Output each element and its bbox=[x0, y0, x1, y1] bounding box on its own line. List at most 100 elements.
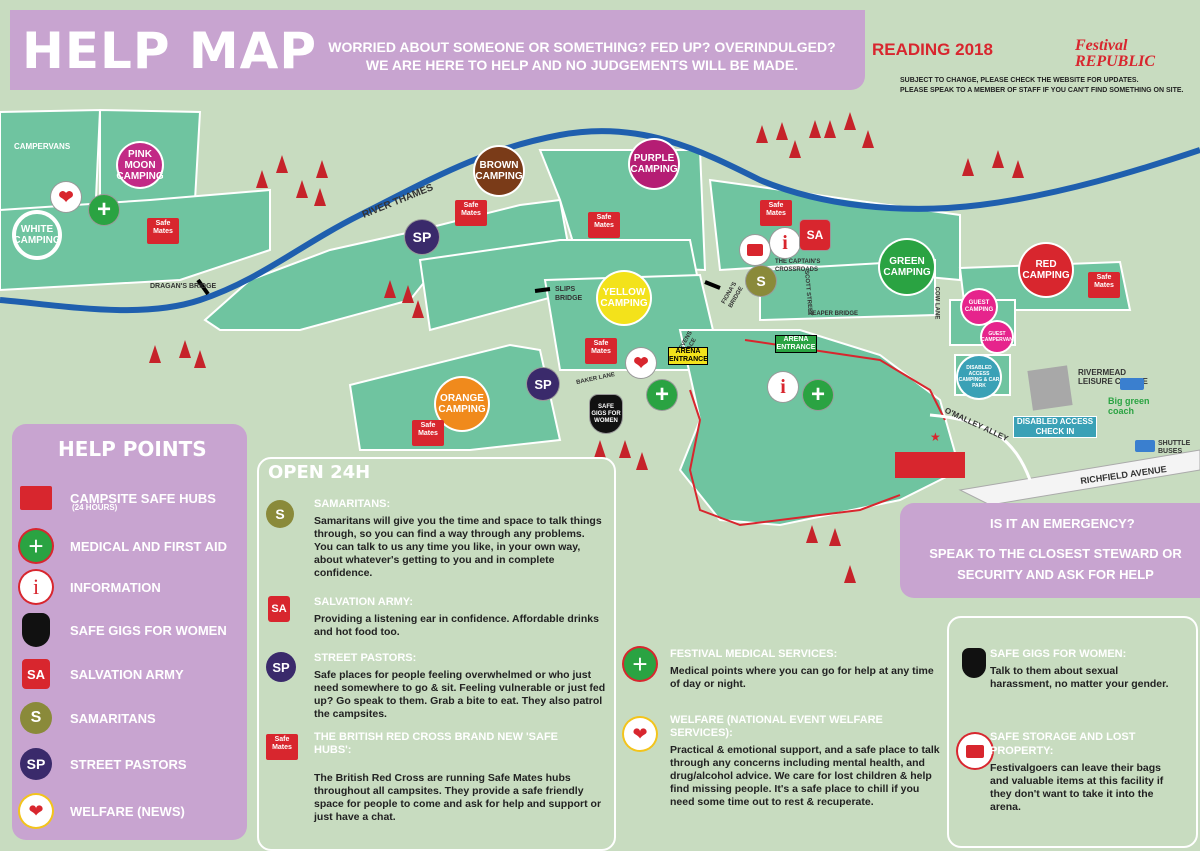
welfare-icon: ❤ bbox=[20, 795, 52, 827]
medical-text: Medical points where you can go for help… bbox=[670, 665, 934, 690]
emergency-text: SPEAK TO THE CLOSEST STEWARD OR SECURITY… bbox=[929, 546, 1182, 582]
samaritans-icon[interactable]: S bbox=[746, 266, 776, 296]
information-icon[interactable]: i bbox=[770, 228, 800, 258]
camp-white[interactable]: WHITE CAMPING bbox=[13, 212, 61, 258]
main-stage bbox=[895, 452, 965, 478]
storage-heading: SAFE STORAGE AND LOST PROPERTY: bbox=[990, 731, 1136, 757]
welfare-text: Practical & emotional support, and a saf… bbox=[670, 744, 940, 808]
label-shuttle-buses: SHUTTLE BUSES bbox=[1158, 440, 1191, 455]
star-icon: ★ bbox=[930, 430, 941, 444]
camp-guest[interactable]: GUEST CAMPING bbox=[962, 290, 996, 324]
label-dragans-bridge: DRAGAN'S BRIDGE bbox=[150, 283, 217, 290]
reading-logo: READING 2018 bbox=[872, 40, 993, 59]
salvation-army-icon: SA bbox=[268, 596, 290, 622]
medical-icon: + bbox=[20, 530, 52, 562]
arena-entrance-green[interactable]: ARENA ENTRANCE bbox=[775, 335, 817, 353]
medical-icon[interactable]: + bbox=[803, 380, 833, 410]
camp-purple[interactable]: PURPLE CAMPING bbox=[630, 140, 678, 188]
street-pastors-icon: SP bbox=[266, 652, 296, 682]
street-pastors-icon: SP bbox=[20, 748, 52, 780]
help-points-title: HELP POINTS bbox=[58, 437, 207, 461]
safe-mates-icon[interactable]: Safe Mates bbox=[1088, 272, 1120, 298]
safe-gigs-icon[interactable]: SAFE GIGS FOR WOMEN bbox=[590, 395, 622, 433]
welfare-icon[interactable]: ❤ bbox=[626, 348, 656, 378]
legend-safe-gigs: SAFE GIGS FOR WOMEN bbox=[18, 612, 248, 648]
welfare-heading: WELFARE (NATIONAL EVENT WELFARE SERVICES… bbox=[670, 714, 883, 739]
samaritans-icon: S bbox=[20, 702, 52, 734]
label-captains-crossroads: THE CAPTAIN'S CROSSROADS bbox=[775, 259, 821, 273]
emergency-title: IS IT AN EMERGENCY? bbox=[990, 516, 1135, 531]
page-title: HELP MAP bbox=[22, 22, 318, 80]
arena-entrance-yellow[interactable]: ARENA ENTRANCE bbox=[668, 347, 708, 365]
safe-mates-icon bbox=[20, 486, 52, 510]
notice: SUBJECT TO CHANGE, PLEASE CHECK THE WEBS… bbox=[900, 77, 1184, 94]
camp-pink-moon[interactable]: PINK MOON CAMPING bbox=[116, 143, 164, 187]
legend-samaritans: S SAMARITANS bbox=[18, 700, 248, 736]
samaritans-text: Samaritans will give you the time and sp… bbox=[314, 515, 602, 579]
camp-disabled[interactable]: DISABLED ACCESS CAMPING & CAR PARK bbox=[958, 356, 1000, 398]
open-24h-title: OPEN 24H bbox=[268, 462, 371, 483]
field-brown-area bbox=[203, 198, 572, 331]
information-icon[interactable]: i bbox=[768, 372, 798, 402]
samaritans-icon: S bbox=[266, 500, 294, 528]
safegigs-heading: SAFE GIGS FOR WOMEN: bbox=[990, 648, 1127, 660]
field-white bbox=[0, 188, 271, 292]
label-rivermead: RIVERMEAD LEISURE CENTRE bbox=[1078, 368, 1148, 386]
redcross-text: The British Red Cross are running Safe M… bbox=[314, 772, 602, 823]
legend-salvation-army: SA SALVATION ARMY bbox=[18, 656, 248, 692]
pastors-text: Safe places for people feeling overwhelm… bbox=[314, 669, 606, 720]
safe-mates-icon[interactable]: Safe Mates bbox=[412, 420, 444, 446]
medical-icon[interactable]: + bbox=[89, 195, 119, 225]
storage-text: Festivalgoers can leave their bags and v… bbox=[990, 762, 1164, 813]
salvation-army-icon: SA bbox=[22, 659, 50, 689]
header-banner bbox=[10, 10, 865, 90]
redcross-heading: THE BRITISH RED CROSS BRAND NEW 'SAFE HU… bbox=[314, 731, 559, 756]
legend-information: i INFORMATION bbox=[18, 569, 248, 605]
safe-mates-icon[interactable]: Safe Mates bbox=[760, 200, 792, 226]
camp-red[interactable]: RED CAMPING bbox=[1020, 244, 1072, 296]
legend-safe-hubs: CAMPSITE SAFE HUBS bbox=[18, 480, 248, 516]
medical-heading: FESTIVAL MEDICAL SERVICES: bbox=[670, 648, 838, 660]
medical-icon[interactable]: + bbox=[647, 380, 677, 410]
field-arena bbox=[678, 329, 962, 527]
lost-property-icon[interactable] bbox=[740, 235, 770, 265]
legend-street-pastors: SP STREET PASTORS bbox=[18, 746, 248, 782]
richfield-avenue bbox=[958, 449, 1200, 506]
legend-medical: + MEDICAL AND FIRST AID bbox=[18, 528, 248, 564]
legend-welfare: ❤ WELFARE (NEWS) bbox=[18, 793, 248, 829]
camp-orange[interactable]: ORANGE CAMPING bbox=[436, 378, 488, 430]
salvation-army-icon[interactable]: SA bbox=[800, 220, 830, 250]
camp-brown[interactable]: BROWN CAMPING bbox=[475, 147, 523, 195]
safegigs-text: Talk to them about sexual harassment, no… bbox=[990, 665, 1169, 690]
label-reaper-bridge: REAPER BRIDGE bbox=[808, 311, 859, 317]
welfare-icon[interactable]: ❤ bbox=[51, 182, 81, 212]
label-campervans: CAMPERVANS bbox=[14, 142, 71, 151]
rivermead-building bbox=[1027, 365, 1073, 411]
camp-green[interactable]: GREEN CAMPING bbox=[880, 240, 934, 294]
welfare-icon: ❤ bbox=[624, 718, 656, 750]
safe-gigs-icon bbox=[22, 613, 50, 647]
shuttle-bus-icon bbox=[1135, 440, 1155, 452]
salvation-heading: SALVATION ARMY: bbox=[314, 596, 413, 608]
street-pastors-icon[interactable]: SP bbox=[405, 220, 439, 254]
festival-republic-logo: Festival REPUBLIC bbox=[1075, 37, 1156, 70]
safe-mates-icon[interactable]: Safe Mates bbox=[147, 218, 179, 244]
bus-icon bbox=[1120, 378, 1144, 390]
safe-mates-icon[interactable]: Safe Mates bbox=[585, 338, 617, 364]
safe-gigs-icon bbox=[962, 648, 986, 678]
label-cow-lane: COW LANE bbox=[933, 286, 940, 320]
medical-icon: + bbox=[624, 648, 656, 680]
salvation-text: Providing a listening ear in confidence.… bbox=[314, 613, 599, 638]
safe-mates-icon[interactable]: Safe Mates bbox=[588, 212, 620, 238]
safe-mates-icon[interactable]: Safe Mates bbox=[455, 200, 487, 226]
street-pastors-icon[interactable]: SP bbox=[527, 368, 559, 400]
legend-safe-hubs-sub: (24 HOURS) bbox=[72, 503, 118, 512]
lost-property-icon bbox=[958, 734, 992, 768]
disabled-access-checkin[interactable]: DISABLED ACCESS CHECK IN bbox=[1013, 416, 1097, 438]
camp-guest-campervan[interactable]: GUEST CAMPERVAN bbox=[981, 322, 1013, 352]
pastors-heading: STREET PASTORS: bbox=[314, 652, 417, 664]
information-icon: i bbox=[20, 571, 52, 603]
right-info-panel bbox=[947, 616, 1198, 848]
camp-yellow[interactable]: YELLOW CAMPING bbox=[598, 272, 650, 324]
trees bbox=[149, 112, 1024, 583]
